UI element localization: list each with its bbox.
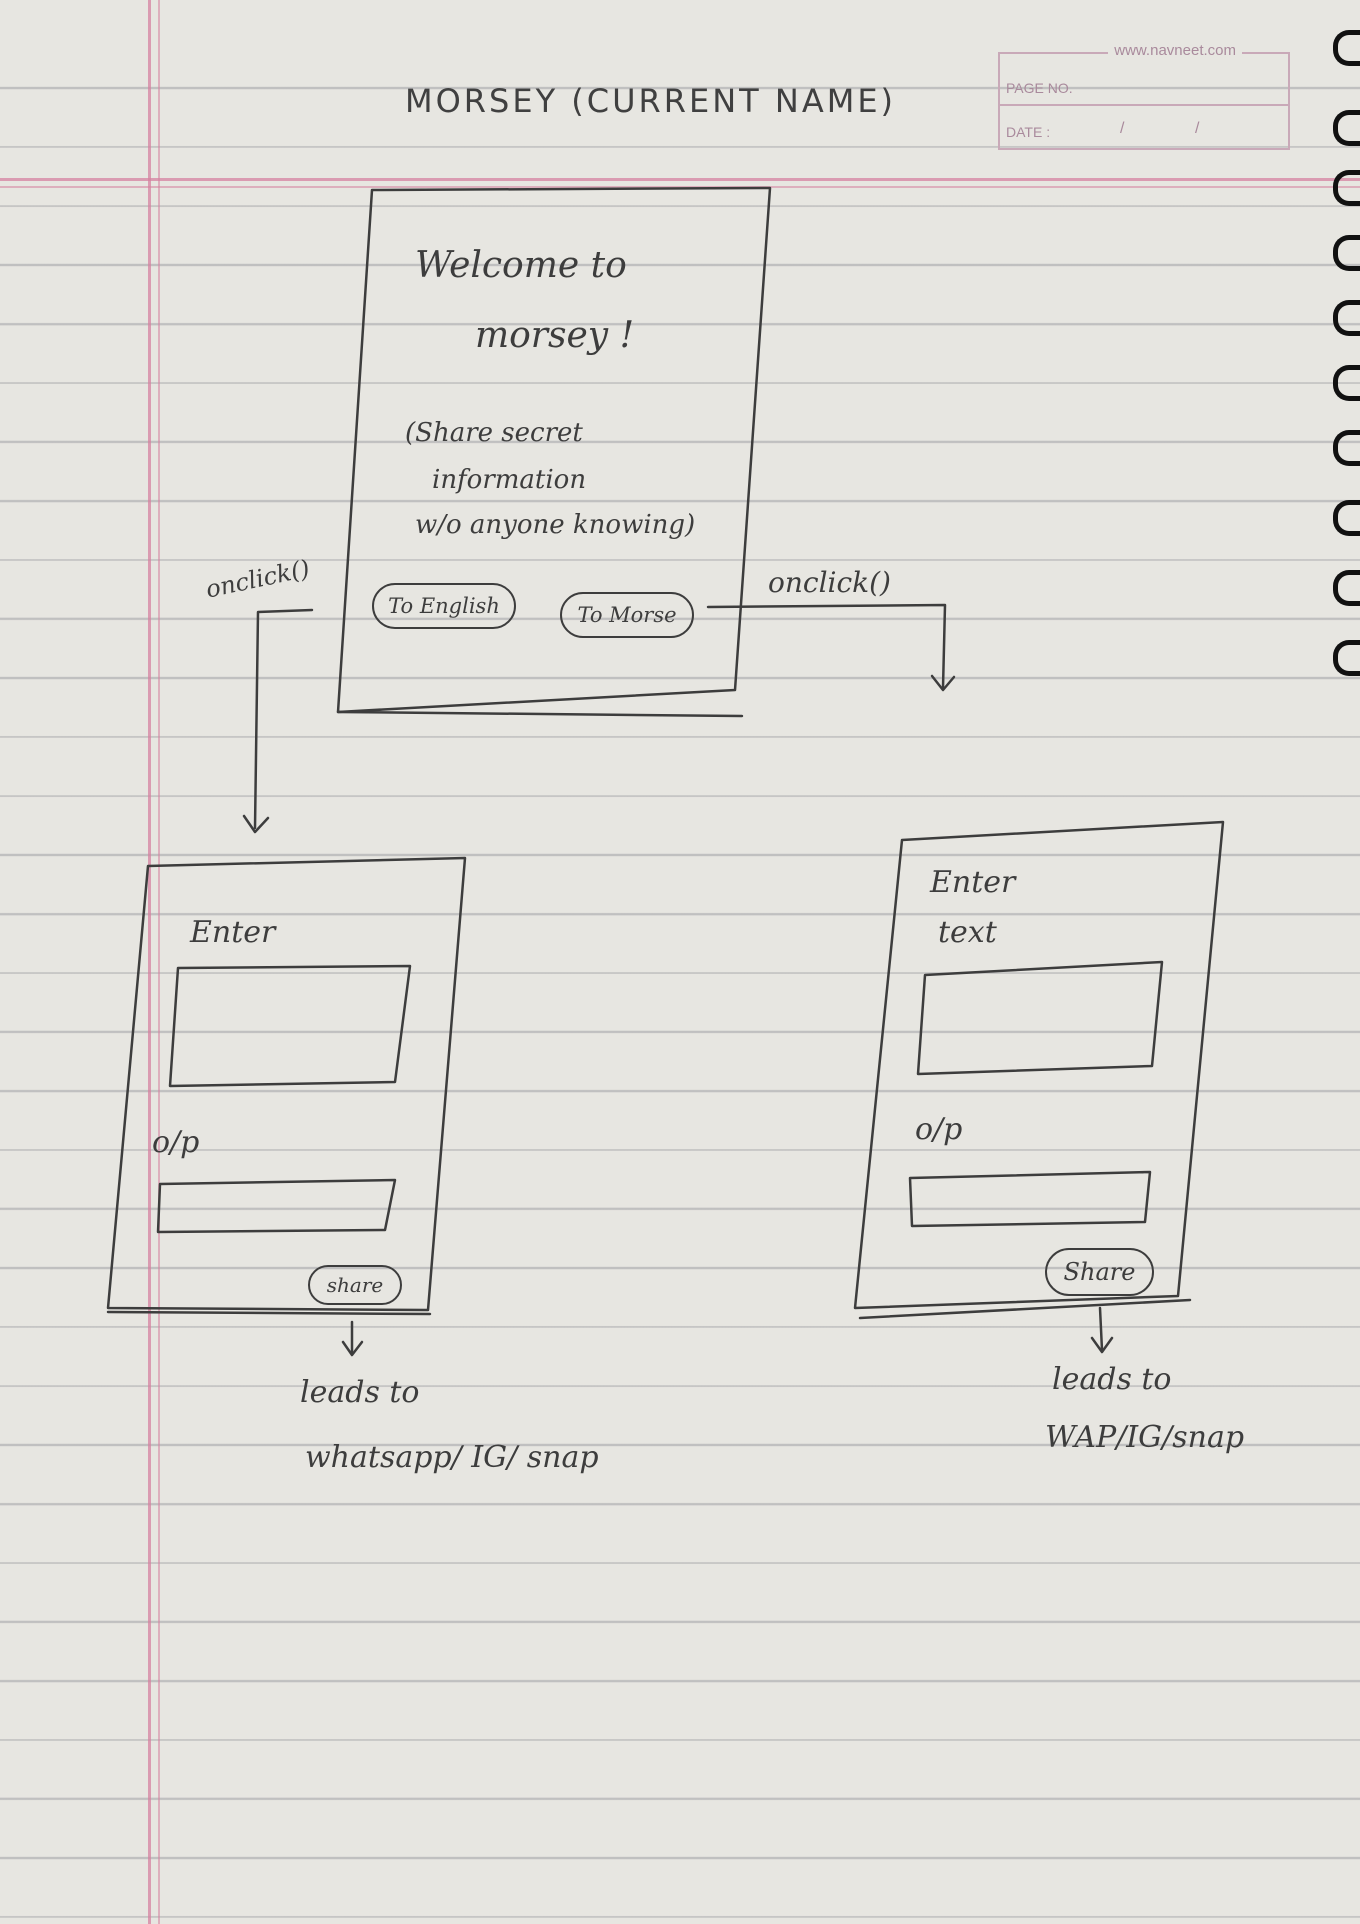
welcome-heading-line1: Welcome to (415, 245, 627, 286)
spiral-ring (1333, 365, 1360, 401)
english-share-note-line1: leads to (300, 1375, 420, 1410)
morse-screen-base (858, 1298, 1192, 1320)
english-screen-frame (106, 856, 467, 1312)
morse-output-label: o/p (915, 1112, 963, 1147)
english-share-arrow-head (341, 1340, 364, 1357)
margin-line-left (148, 0, 151, 1924)
page-header-box: www.navneet.com PAGE NO. DATE : / / (998, 42, 1290, 150)
morse-share-arrow-head (1090, 1336, 1114, 1354)
left-flow-arrow (253, 608, 314, 830)
english-output-box (156, 1178, 397, 1234)
spiral-ring (1333, 170, 1360, 206)
spiral-ring (1333, 110, 1360, 146)
welcome-screen-frame (336, 186, 772, 714)
morse-share-note-line2: WAP/IG/snap (1045, 1420, 1245, 1455)
spiral-ring (1333, 430, 1360, 466)
welcome-desc-line1: (Share secret (405, 418, 583, 448)
welcome-screen-base (336, 710, 744, 718)
page-no-label: PAGE NO. (1006, 80, 1073, 96)
english-share-button[interactable]: share (308, 1265, 402, 1305)
morse-screen-frame (853, 820, 1225, 1310)
english-input-label: Enter (190, 915, 276, 950)
right-onclick-annotation: onclick() (768, 566, 891, 599)
english-screen-base (106, 1310, 432, 1316)
to-morse-button[interactable]: To Morse (560, 592, 694, 638)
right-flow-arrow (706, 603, 947, 690)
margin-line-top-secondary (0, 186, 1360, 188)
margin-line-top (0, 178, 1360, 181)
welcome-heading-line2: morsey ! (475, 315, 635, 356)
spiral-ring (1333, 640, 1360, 676)
morse-share-arrow (1098, 1306, 1104, 1352)
welcome-desc-line2: information (432, 465, 587, 495)
spiral-ring (1333, 235, 1360, 271)
left-arrow-head (242, 814, 270, 834)
spiral-ring (1333, 300, 1360, 336)
english-share-note-line2: whatsapp/ IG/ snap (305, 1440, 599, 1475)
morse-input-box (916, 960, 1164, 1076)
to-english-button[interactable]: To English (372, 583, 516, 629)
spiral-ring (1333, 30, 1360, 66)
morse-output-box (908, 1170, 1152, 1228)
date-separator: / (1120, 120, 1125, 137)
welcome-desc-line3: w/o anyone knowing) (415, 510, 696, 540)
morse-share-note-line1: leads to (1052, 1362, 1172, 1397)
margin-line-left-secondary (158, 0, 160, 1924)
english-output-label: o/p (152, 1125, 200, 1160)
date-separator: / (1195, 120, 1200, 137)
morse-share-button[interactable]: Share (1045, 1248, 1154, 1296)
morse-input-label-line1: Enter (930, 865, 1016, 900)
spiral-ring (1333, 500, 1360, 536)
right-arrow-head (930, 674, 956, 692)
date-label: DATE : (1006, 124, 1051, 140)
page-title: MORSEY (CURRENT NAME) (405, 82, 897, 120)
spiral-ring (1333, 570, 1360, 606)
morse-input-label-line2: text (938, 915, 997, 950)
english-input-box (168, 964, 412, 1088)
header-divider (1000, 104, 1288, 106)
spiral-binding (1320, 30, 1360, 830)
publisher-site: www.navneet.com (1108, 42, 1242, 59)
